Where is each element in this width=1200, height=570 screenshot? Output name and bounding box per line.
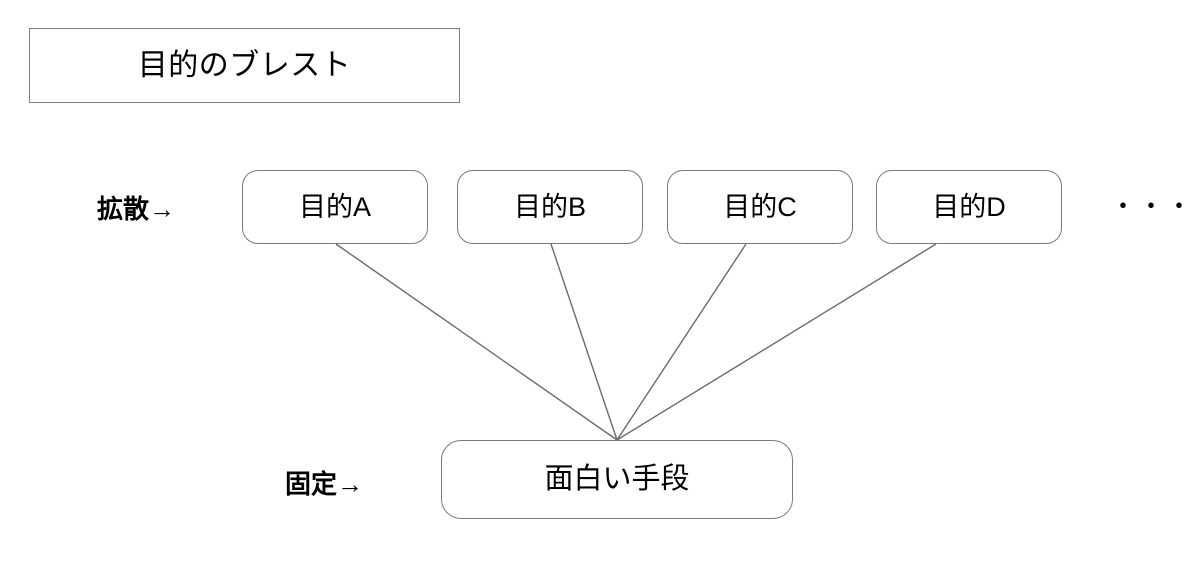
connector-line-b (550, 243, 618, 441)
node-means-label: 面白い手段 (544, 463, 690, 495)
connector-line-d (616, 243, 937, 441)
node-purpose-b-label: 目的B (513, 191, 586, 222)
stage-label-diverge: 拡散→ (97, 194, 176, 224)
page-title: 目的のブレスト (137, 48, 352, 82)
node-purpose-d-label: 目的D (932, 191, 1006, 222)
node-purpose-b[interactable]: 目的B (457, 170, 643, 244)
node-purpose-c[interactable]: 目的C (667, 170, 853, 244)
connector-line-c (616, 243, 747, 441)
node-purpose-d[interactable]: 目的D (876, 170, 1062, 244)
ellipsis-more-nodes: ・・・ (1110, 191, 1195, 221)
node-means[interactable]: 面白い手段 (441, 440, 793, 519)
connector-line-a (335, 243, 618, 441)
title-box: 目的のブレスト (29, 28, 460, 103)
node-purpose-c-label: 目的C (723, 191, 797, 222)
stage-label-fixed: 固定→ (285, 469, 364, 499)
node-purpose-a[interactable]: 目的A (242, 170, 428, 244)
node-purpose-a-label: 目的A (298, 191, 371, 222)
